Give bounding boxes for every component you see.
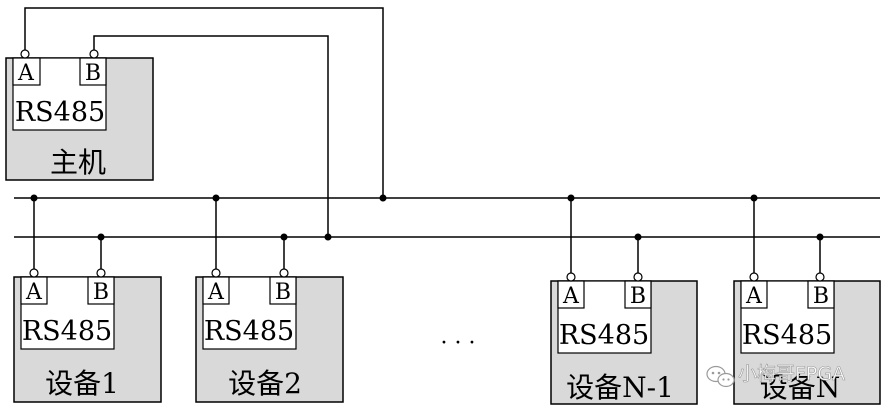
host-unit: A B RS485 主机 [5, 57, 154, 181]
device-n: A B RS485 设备N [733, 194, 881, 405]
host-terminal-b [89, 49, 99, 59]
junction-host-b [324, 233, 332, 241]
device-n-1-pin-a: A [562, 284, 580, 309]
host-label: 主机 [50, 146, 106, 179]
device-1-terminal-b [96, 268, 106, 278]
device-1-pin-b: B [93, 280, 109, 305]
host-wire-b [93, 35, 329, 237]
device-2-pin-b: B [275, 280, 291, 305]
device-n-1-chip-label: RS485 [559, 320, 649, 351]
device-n-1-terminal-b [633, 272, 643, 282]
device-1-chip-label: RS485 [22, 316, 112, 347]
ellipsis: · · · [441, 331, 476, 356]
junction-device-n-1-a [567, 194, 575, 202]
junction-device-n-1-b [634, 233, 642, 241]
host-chip-label: RS485 [15, 97, 105, 128]
device-1-terminal-a [29, 268, 39, 278]
junction-device-2-b [280, 233, 288, 241]
device-2-pin-a: A [207, 280, 225, 305]
device-n-1-label: 设备N-1 [566, 371, 674, 404]
device-1-pin-a: A [25, 280, 43, 305]
device-n-pin-a: A [745, 284, 763, 309]
device-1-label: 设备1 [45, 367, 119, 400]
host-pin-a: A [17, 61, 35, 86]
junction-device-1-a [30, 194, 38, 202]
junction-host-a [379, 194, 387, 202]
junction-device-n-a [750, 194, 758, 202]
device-n-1-pin-b: B [630, 284, 646, 309]
host-terminal-a [20, 49, 30, 59]
device-n-terminal-b [815, 272, 825, 282]
wechat-icon [706, 365, 735, 388]
device-1: A B RS485 设备1 [13, 194, 162, 403]
junction-device-n-b [816, 233, 824, 241]
device-n-minus-1: A B RS485 设备N-1 [550, 194, 698, 405]
device-2-terminal-a [211, 268, 221, 278]
device-n-chip-label: RS485 [742, 320, 832, 351]
junction-device-1-b [97, 233, 105, 241]
device-n-1-terminal-a [566, 272, 576, 282]
watermark-text: 小梅哥FPGA [738, 363, 845, 385]
junction-device-2-a [212, 194, 220, 202]
host-wire-a [24, 7, 384, 198]
device-n-pin-b: B [813, 284, 829, 309]
device-n-label: 设备N [760, 371, 841, 404]
watermark: 小梅哥FPGA [706, 363, 845, 388]
host-pin-b: B [85, 61, 101, 86]
device-n-terminal-a [749, 272, 759, 282]
device-2-chip-label: RS485 [204, 316, 294, 347]
device-2-label: 设备2 [228, 367, 302, 400]
device-2-terminal-b [279, 268, 289, 278]
device-2: A B RS485 设备2 [195, 194, 344, 403]
